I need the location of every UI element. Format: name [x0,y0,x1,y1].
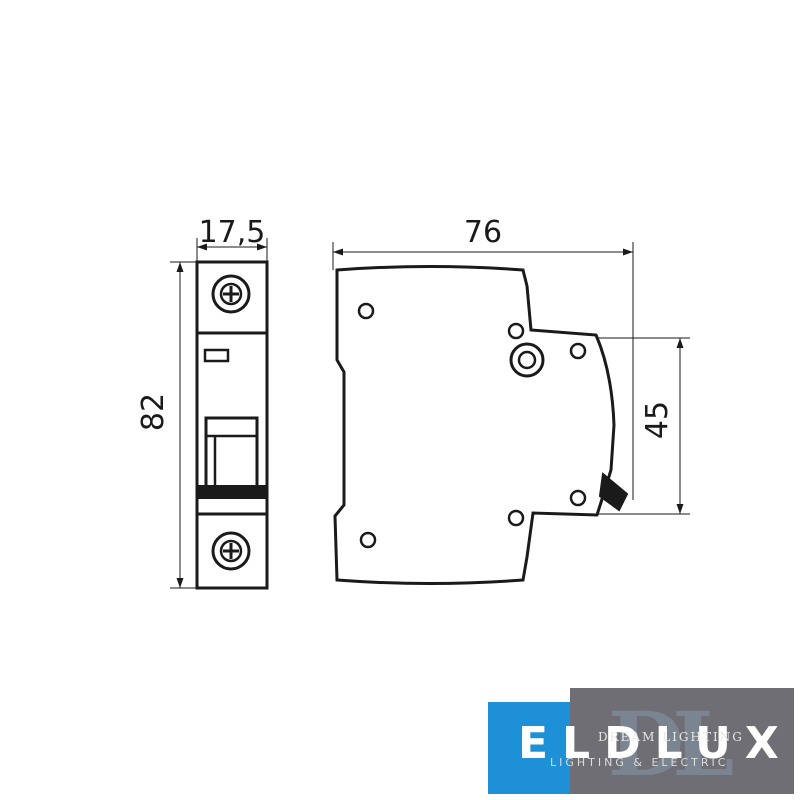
logo-monogram: DL [608,692,734,796]
dimension-depth [332,242,634,500]
front-view [195,260,269,590]
logo-tagline-top: DREAM LIGHTING [598,730,744,744]
side-view [333,265,629,585]
dimension-height [170,261,197,589]
dimension-front-height [596,337,690,515]
lever-pivot [509,342,545,378]
label-depth: 76 [464,215,502,250]
logo-blue-panel [488,702,570,794]
label-front-width: 17,5 [199,215,266,250]
dimension-front-width [196,238,268,262]
logo-tagline-bottom: LIGHTING & ELECTRIC [550,756,729,769]
label-height: 82 [136,393,171,431]
eldlux-logo: DL ELDLUX DREAM LIGHTING LIGHTING & ELEC… [488,688,794,796]
top-terminal-screw [211,274,251,314]
toggle-lever [197,416,267,499]
logo-grey-panel [570,688,794,794]
side-hole-top-left [357,302,375,320]
side-hole-upper-mid [507,322,525,340]
side-profile-outline [333,265,616,585]
side-hole-lower-mid [507,509,525,527]
side-hole-bottom-left [359,531,377,549]
side-hole-upper-right [569,342,587,360]
side-hole-lower-right [569,489,587,507]
side-lever [598,472,629,512]
status-indicator-window [203,348,230,363]
logo-brand-name: ELDLUX [518,718,793,769]
bottom-terminal-screw [211,531,251,571]
label-front-height: 45 [640,401,675,439]
